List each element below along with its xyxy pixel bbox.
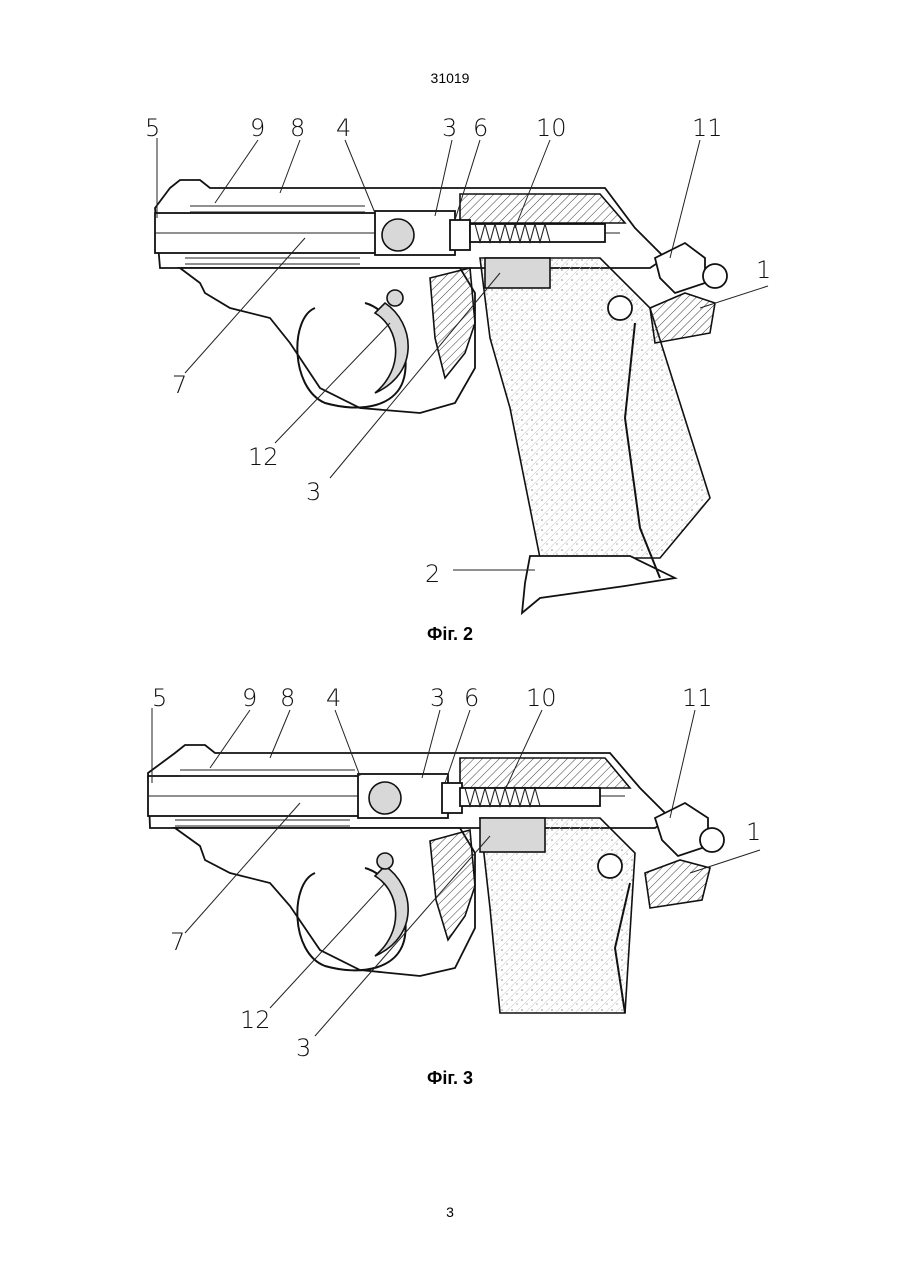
callout-4: 4 xyxy=(336,114,351,142)
callout-10: 10 xyxy=(536,114,567,142)
callout-11: 11 xyxy=(692,114,723,142)
sear-pivot xyxy=(598,854,622,878)
callout-4: 4 xyxy=(326,684,341,712)
firing-pin-housing xyxy=(442,783,462,813)
figure-2-drawing: 5 9 8 4 3 6 10 11 1 7 12 3 2 xyxy=(130,108,770,623)
callout-12: 12 xyxy=(240,1006,271,1034)
callout-8: 8 xyxy=(280,684,295,712)
callout-3b: 3 xyxy=(306,478,321,506)
trigger-pivot xyxy=(377,853,393,869)
callout-10: 10 xyxy=(526,684,557,712)
callout-1: 1 xyxy=(756,256,770,284)
document-number: 31019 xyxy=(0,70,900,86)
callout-7: 7 xyxy=(172,371,187,399)
callout-2: 2 xyxy=(425,560,440,588)
hammer xyxy=(655,243,705,293)
cartridge xyxy=(369,782,401,814)
magazine-base xyxy=(522,556,675,613)
figure-3-caption: Фіг. 3 xyxy=(0,1068,900,1089)
sear-pivot xyxy=(608,296,632,320)
callout-8: 8 xyxy=(290,114,305,142)
callout-9: 9 xyxy=(250,114,265,142)
callout-5: 5 xyxy=(145,114,160,142)
hammer-spur-wheel xyxy=(700,828,724,852)
frame xyxy=(175,828,475,976)
callout-9: 9 xyxy=(242,684,257,712)
callout-7: 7 xyxy=(170,928,185,956)
callout-6: 6 xyxy=(473,114,488,142)
callout-3: 3 xyxy=(442,114,457,142)
magazine-catch xyxy=(480,818,545,852)
trigger-pivot xyxy=(387,290,403,306)
callout-1: 1 xyxy=(746,818,761,846)
hammer-spur-wheel xyxy=(703,264,727,288)
callout-5: 5 xyxy=(152,684,167,712)
figure-2-svg: 5 9 8 4 3 6 10 11 1 7 12 3 2 xyxy=(130,108,770,623)
figure-2-caption: Фіг. 2 xyxy=(0,624,900,645)
callout-12: 12 xyxy=(248,443,279,471)
magazine-catch xyxy=(485,258,550,288)
callout-6: 6 xyxy=(464,684,479,712)
callout-11: 11 xyxy=(682,684,713,712)
page-number: 3 xyxy=(0,1204,900,1220)
cartridge xyxy=(382,219,414,251)
slide-hatched-section xyxy=(460,194,625,223)
slide-hatched-section xyxy=(460,758,630,788)
callout-3b: 3 xyxy=(296,1034,311,1058)
firing-pin-housing xyxy=(450,220,470,250)
safety-lever xyxy=(645,860,710,908)
callout-3: 3 xyxy=(430,684,445,712)
figure-3-svg: 5 9 8 4 3 6 10 11 1 7 12 3 xyxy=(130,678,770,1058)
figure-3-drawing: 5 9 8 4 3 6 10 11 1 7 12 3 xyxy=(130,678,770,1058)
safety-lever xyxy=(650,293,715,343)
